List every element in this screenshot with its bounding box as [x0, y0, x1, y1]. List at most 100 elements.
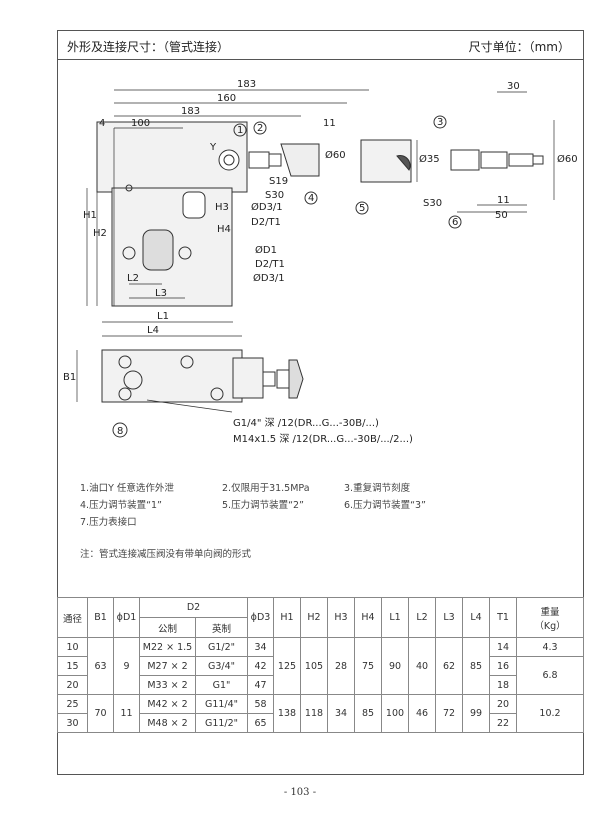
table-row: 10 63 9 M22 × 1.5 G1/2" 34 125 105 28 75…: [57, 637, 584, 695]
cell-h2: 118: [300, 694, 328, 733]
callout-5: [355, 201, 369, 215]
adjuster-1: [248, 151, 270, 169]
technical-drawing: 183 160 183 100 4 11 Ø60 H1 H2 H3 H4 S19…: [63, 79, 578, 445]
cell-imperial: G1": [195, 675, 248, 695]
cell-b1: 70: [87, 694, 114, 733]
dim-h1: H1: [83, 210, 97, 221]
cell-metric: M48 × 2: [139, 713, 196, 733]
table-header-row: 通径 B1 ϕD1 D2 ϕD3 H1 H2 H3 H4 L1 L2 L3 L4…: [57, 597, 584, 638]
table-row: 25 70 11 M42 × 2 G11/4" 58 138 118 34 85…: [57, 694, 584, 733]
th-l1: L1: [381, 597, 409, 638]
th-h2: H2: [300, 597, 328, 638]
cell-d3: 58: [247, 694, 274, 714]
cell-h2: 105: [300, 637, 328, 695]
cell-size: 30: [57, 713, 88, 733]
footnote: 注：管式连接减压阀没有带单向阀的形式: [80, 549, 252, 560]
thread-spec-1: G1/4" 深 /12(DR...G...-30B/...): [233, 417, 379, 429]
cell-size: 20: [57, 675, 88, 695]
dim-183-outer: 183: [237, 79, 256, 90]
unit-label: 尺寸单位：（mm）: [468, 40, 570, 54]
callout-6-label: 6: [452, 217, 458, 228]
callout-3-label: 3: [437, 117, 443, 128]
cell-d1: 9: [113, 637, 140, 695]
note-7: 7.压力表接口: [80, 517, 137, 528]
dim-h4: H4: [217, 224, 231, 235]
label-d3-1: ØD3/1: [251, 201, 283, 213]
callout-1-label: 1: [237, 125, 243, 136]
th-b1: B1: [87, 597, 114, 638]
callout-2: [253, 121, 267, 135]
label-d2-t1-b: D2/T1: [255, 259, 285, 270]
table-row: 30 M48 × 2 G11/2" 65 22: [57, 713, 584, 733]
dim-l2: L2: [127, 273, 139, 284]
callout-5-label: 5: [359, 203, 365, 214]
cell-l4: 85: [462, 637, 490, 695]
th-h1: H1: [273, 597, 301, 638]
dim-4: 4: [99, 118, 105, 129]
callout-4: [304, 191, 318, 205]
cell-t1: 16: [489, 656, 517, 676]
cell-d3: 47: [247, 675, 274, 695]
cell-l2: 40: [408, 637, 436, 695]
cell-imperial: G1/2": [195, 637, 248, 657]
thread-spec-2: M14x1.5 深 /12(DR...G...-30B/.../2...): [233, 433, 413, 445]
label-s19: S19: [269, 176, 288, 187]
cell-d3: 42: [247, 656, 274, 676]
note-2: 2.仅限用于31.5MPa: [222, 483, 310, 494]
page-frame: [57, 30, 584, 775]
note-6: 6.压力调节装置“3”: [344, 500, 426, 511]
th-d3: ϕD3: [247, 597, 274, 638]
cell-metric: M22 × 1.5: [139, 637, 196, 657]
cell-l2: 46: [408, 694, 436, 733]
callout-6: [448, 215, 462, 229]
th-weight: 重量 （Kg）: [516, 597, 584, 638]
page-number: - 103 -: [283, 787, 317, 798]
dim-h2: H2: [93, 228, 107, 239]
cell-l4: 99: [462, 694, 490, 733]
dim-50: 50: [495, 210, 508, 221]
cell-l3: 72: [435, 694, 463, 733]
cell-imperial: G11/2": [195, 713, 248, 733]
cell-b1: 63: [87, 637, 114, 695]
spec-table: 通径 B1 ϕD1 D2 ϕD3 H1 H2 H3 H4 L1 L2 L3 L4…: [57, 597, 584, 733]
cell-l3: 62: [435, 637, 463, 695]
cell-t1: 14: [489, 637, 517, 657]
th-imperial: 英制: [195, 617, 248, 638]
cell-h1: 138: [273, 694, 301, 733]
th-l3: L3: [435, 597, 463, 638]
cell-t1: 18: [489, 675, 517, 695]
label-s30-b: S30: [423, 198, 442, 209]
cell-l1: 90: [381, 637, 409, 695]
label-s30: S30: [265, 190, 284, 201]
dim-100: 100: [131, 118, 150, 129]
note-1: 1.油口Y 任意选作外泄: [80, 483, 174, 494]
th-l4: L4: [462, 597, 490, 638]
cell-imperial: G11/4": [195, 694, 248, 714]
cell-weight: 10.2: [516, 694, 584, 733]
cell-h4: 75: [354, 637, 382, 695]
top-view-body: [101, 349, 243, 403]
cell-metric: M33 × 2: [139, 675, 196, 695]
cell-weight: 6.8: [516, 656, 584, 695]
dim-60: Ø60: [325, 149, 346, 161]
cell-t1: 20: [489, 694, 517, 714]
th-weight-label: 重量: [540, 606, 560, 618]
note-5: 5.压力调节装置“2”: [222, 500, 304, 511]
cell-h3: 34: [327, 694, 355, 733]
dim-b1: B1: [63, 372, 76, 383]
dim-35: Ø35: [419, 153, 440, 165]
port-d3: [142, 229, 174, 271]
callout-8: [112, 422, 128, 438]
section-title: 外形及连接尺寸：（管式连接）: [67, 40, 230, 54]
th-h4: H4: [354, 597, 382, 638]
label-d1: ØD1: [255, 244, 277, 256]
cell-metric: M42 × 2: [139, 694, 196, 714]
adjuster-cap: [280, 143, 320, 177]
cell-d3: 65: [247, 713, 274, 733]
cell-t1: 22: [489, 713, 517, 733]
cell-d1: 11: [113, 694, 140, 733]
callout-2-label: 2: [257, 123, 263, 134]
note-3: 3.重复调节刻度: [344, 483, 411, 494]
cell-l1: 100: [381, 694, 409, 733]
cell-h1: 125: [273, 637, 301, 695]
